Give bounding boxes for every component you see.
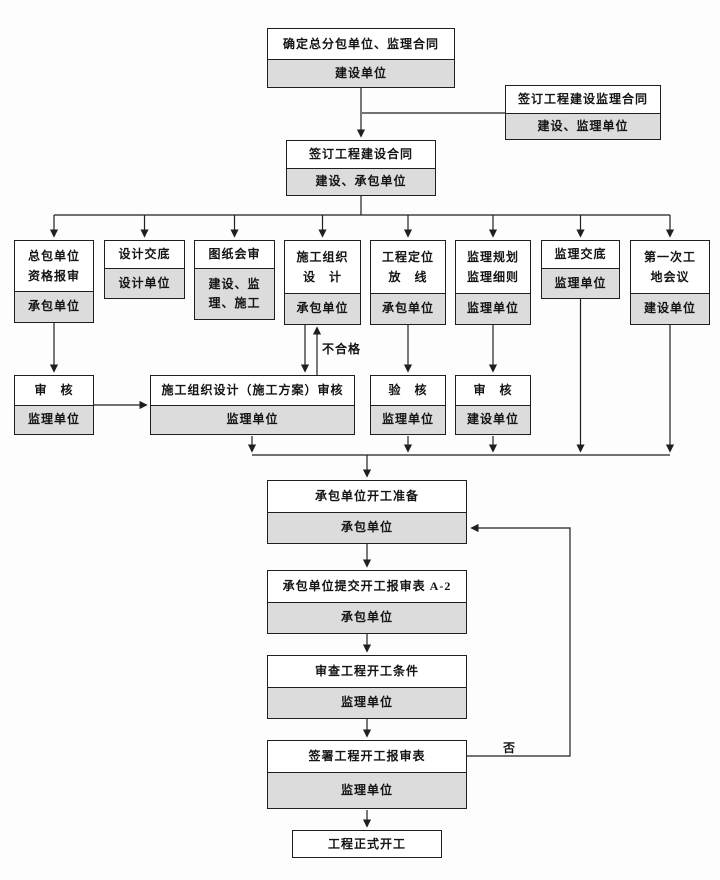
connector-no-loop <box>467 523 571 757</box>
node-title: 工程正式开工 <box>293 831 441 857</box>
node-design-disclosure: 设计交底 设计单位 <box>104 240 185 299</box>
node-unit: 建设、承包单位 <box>287 168 435 195</box>
node-unit: 监理单位 <box>371 405 445 434</box>
node-title: 审 核 <box>456 376 530 405</box>
node-unit: 承包单位 <box>371 293 445 324</box>
node-commencement-preparation: 承包单位开工准备 承包单位 <box>267 480 467 544</box>
node-title: 签订工程建设合同 <box>287 141 435 168</box>
node-title: 设计交底 <box>105 241 184 268</box>
node-first-site-meeting: 第一次工 地会议 建设单位 <box>630 240 710 325</box>
node-sign-commencement-form: 签署工程开工报审表 监理单位 <box>267 740 467 809</box>
node-unit: 建设单位 <box>631 293 709 324</box>
node-supervision-plan-rules: 监理规划 监理细则 监理单位 <box>455 240 531 325</box>
node-unit: 监理单位 <box>456 293 530 324</box>
node-unit: 监理单位 <box>542 268 619 298</box>
node-official-commencement: 工程正式开工 <box>292 830 442 858</box>
node-review-by-owner: 审 核 建设单位 <box>455 375 531 435</box>
node-review-commencement-conditions: 审查工程开工条件 监理单位 <box>267 655 467 719</box>
node-title: 承包单位开工准备 <box>268 481 466 512</box>
node-unit: 监理单位 <box>15 405 93 434</box>
node-unit: 监理单位 <box>151 405 354 434</box>
node-title: 总包单位 资格报审 <box>15 241 93 291</box>
node-title: 监理规划 监理细则 <box>456 241 530 293</box>
node-determine-subcontract-supervision-contract: 确定总分包单位、监理合同 建设单位 <box>267 28 455 88</box>
node-title: 图纸会审 <box>195 241 274 268</box>
node-unit: 承包单位 <box>268 512 466 543</box>
node-unit: 建设单位 <box>456 405 530 434</box>
node-title: 施工组织设计（施工方案）审核 <box>151 376 354 405</box>
node-unit: 建设、监 理、施工 <box>195 268 274 319</box>
node-title: 施工组织 设 计 <box>285 241 360 293</box>
node-unit: 设计单位 <box>105 268 184 298</box>
node-site-positioning-setting-out: 工程定位 放 线 承包单位 <box>370 240 446 325</box>
node-title: 验 核 <box>371 376 445 405</box>
node-title: 工程定位 放 线 <box>371 241 445 293</box>
node-supervision-disclosure: 监理交底 监理单位 <box>541 240 620 299</box>
node-review-qualification: 审 核 监理单位 <box>14 375 94 435</box>
node-general-contractor-qualification: 总包单位 资格报审 承包单位 <box>14 240 94 323</box>
node-unit: 承包单位 <box>285 293 360 324</box>
node-title: 审查工程开工条件 <box>268 656 466 687</box>
node-title: 承包单位提交开工报审表 A-2 <box>268 571 466 602</box>
node-title: 监理交底 <box>542 241 619 268</box>
node-title: 签订工程建设监理合同 <box>506 86 660 113</box>
connectors <box>49 88 675 828</box>
node-verification: 验 核 监理单位 <box>370 375 446 435</box>
node-sign-supervision-contract: 签订工程建设监理合同 建设、监理单位 <box>505 85 661 140</box>
node-sign-construction-contract: 签订工程建设合同 建设、承包单位 <box>286 140 436 196</box>
node-title: 签署工程开工报审表 <box>268 741 466 772</box>
node-title: 审 核 <box>15 376 93 405</box>
label-no: 否 <box>503 741 517 755</box>
node-construction-organization-design: 施工组织 设 计 承包单位 <box>284 240 361 325</box>
node-unit: 建设、监理单位 <box>506 113 660 139</box>
node-construction-plan-review: 施工组织设计（施工方案）审核 监理单位 <box>150 375 355 435</box>
node-unit: 承包单位 <box>15 291 93 322</box>
label-fail: 不合格 <box>322 342 362 356</box>
node-unit: 建设单位 <box>268 59 454 87</box>
node-submit-commencement-form: 承包单位提交开工报审表 A-2 承包单位 <box>267 570 467 634</box>
node-unit: 监理单位 <box>268 687 466 718</box>
node-unit: 承包单位 <box>268 602 466 633</box>
node-drawing-review: 图纸会审 建设、监 理、施工 <box>194 240 275 320</box>
node-title: 第一次工 地会议 <box>631 241 709 293</box>
node-unit: 监理单位 <box>268 772 466 808</box>
node-title: 确定总分包单位、监理合同 <box>268 29 454 59</box>
